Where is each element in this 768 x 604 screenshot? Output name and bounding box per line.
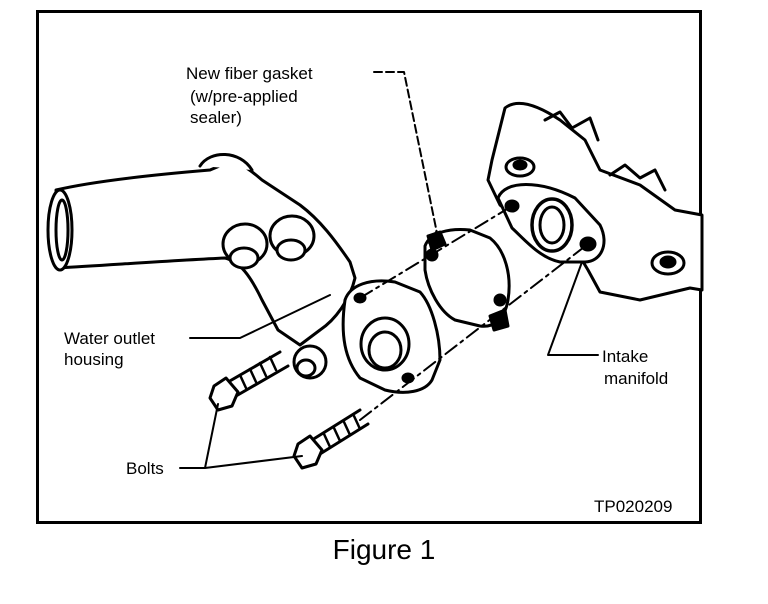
label-housing: Water outlet [64,329,155,349]
label-manifold: Intake [602,347,648,367]
label-gasket-line1: New fiber gasket [186,64,313,83]
label-gasket-l3: sealer) [190,108,242,128]
bolt-lower [292,408,370,470]
alignment-lines [359,205,589,421]
label-manifold-line1: Intake [602,347,649,366]
label-gasket-line2: (w/pre-applied [190,87,298,106]
label-housing-line1: Water outlet [64,329,156,348]
label-housing-l2: housing [64,350,124,370]
figure-caption: Figure 1 [332,534,436,565]
figure-code: TP020209 [594,497,673,516]
label-gasket: New fiber gasket [186,64,313,84]
intake-manifold [486,102,704,302]
label-manifold-line2: manifold [604,369,669,388]
label-bolts: Bolts [126,459,164,479]
water-outlet-housing [46,153,442,394]
label-bolts-text: Bolts [126,459,164,478]
label-manifold-l2: manifold [604,369,668,389]
bolt-upper [208,350,290,412]
leader-lines [179,71,599,469]
label-housing-line2: housing [64,350,124,369]
label-gasket-l2: (w/pre-applied [190,87,298,107]
label-gasket-line3: sealer) [190,108,242,127]
